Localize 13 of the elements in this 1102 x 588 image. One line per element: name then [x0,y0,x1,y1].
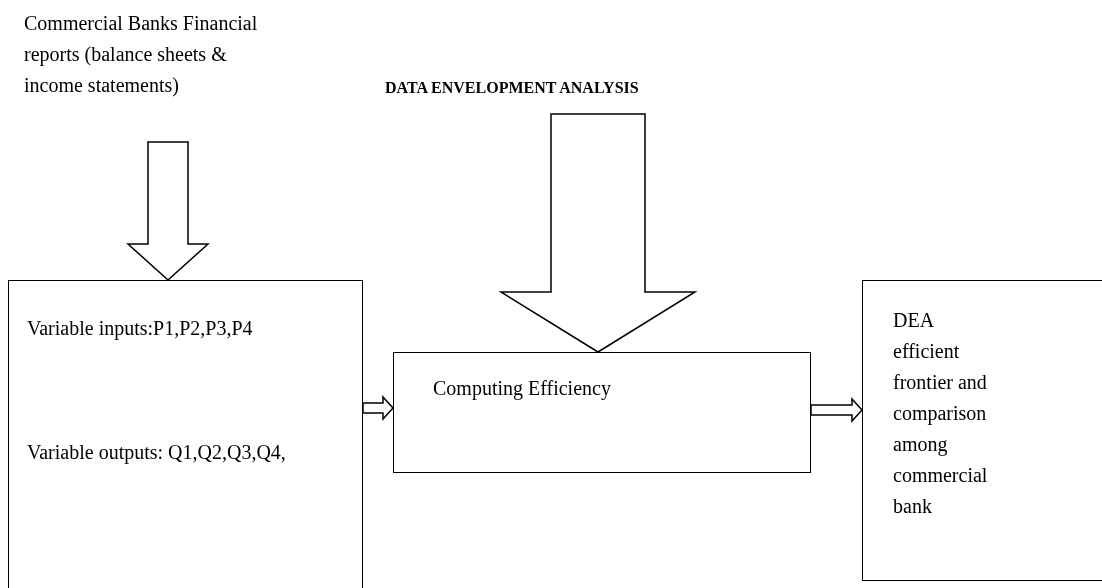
block-arrow [126,141,210,281]
box-text: Variable outputs: Q1,Q2,Q3,Q4, [27,440,287,466]
process-box [862,280,1102,581]
source-text: Commercial Banks Financial reports (balance sheets & income statements) [24,11,259,99]
box-text: Computing Efficiency [433,376,612,402]
block-arrow [362,395,394,421]
box-text: Variable inputs:P1,P2,P3,P4 [27,316,254,342]
heading-text: DATA ENVELOPMENT ANALYSIS [385,78,640,98]
process-box [8,280,363,588]
block-arrow [810,397,863,423]
box-text: DEA efficient frontier and comparison among commercial bank [893,308,989,519]
process-box [393,352,811,473]
block-arrow [498,113,698,353]
